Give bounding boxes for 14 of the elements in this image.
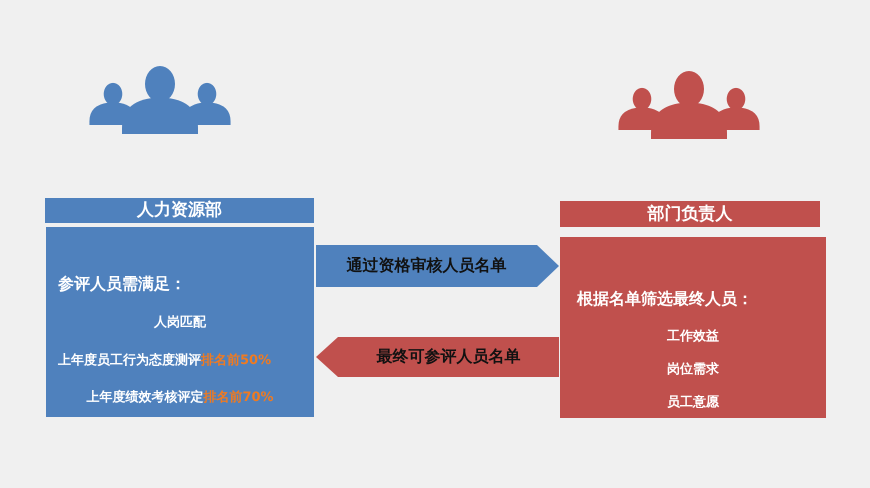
panel-subheading: 参评人员需满足： — [58, 274, 186, 295]
list-item: 上年度员工行为态度测评排名前50% — [58, 352, 272, 368]
chevron-arrow — [316, 245, 559, 287]
edge-label: 通过资格审核人员名单 — [346, 256, 506, 276]
list-item: 岗位需求 — [667, 360, 719, 378]
panel-heading: 部门负责人 — [560, 201, 820, 227]
panel-heading: 人力资源部 — [45, 198, 314, 223]
panel-subheading: 根据名单筛选最终人员： — [577, 289, 753, 310]
list-item: 上年度绩效考核评定排名前70% — [86, 388, 274, 406]
list-item: 工作效益 — [667, 328, 719, 344]
edge-label: 最终可参评人员名单 — [376, 346, 520, 368]
chevron-arrow — [316, 337, 559, 377]
list-item: 员工意愿 — [667, 394, 719, 410]
list-item: 人岗匹配 — [154, 314, 206, 330]
